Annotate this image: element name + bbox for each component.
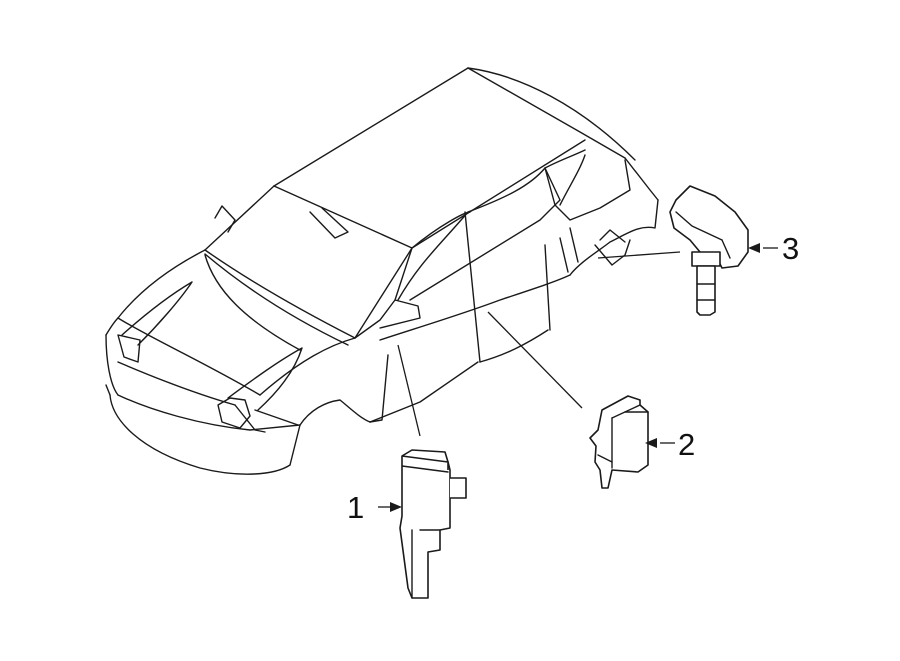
callout-1: 1 xyxy=(347,490,402,525)
leader-line-part-1 xyxy=(397,344,421,437)
part-3-tire-pressure-sensor xyxy=(669,185,749,316)
callout-arrow-1-head xyxy=(390,502,402,512)
callout-number-1: 1 xyxy=(347,490,364,525)
leader-line-part-3 xyxy=(597,251,681,259)
callout-arrow-3-head xyxy=(748,243,760,253)
callout-number-3: 3 xyxy=(782,231,799,266)
vehicle-body-outline xyxy=(105,67,659,475)
part-1-sensor-module xyxy=(399,449,467,599)
callout-number-2: 2 xyxy=(678,427,695,462)
part-2-sensor-module xyxy=(589,395,649,489)
leader-line-part-2 xyxy=(487,311,583,409)
callout-arrow-2-head xyxy=(645,438,657,448)
callout-2: 2 xyxy=(645,427,695,462)
callout-3: 3 xyxy=(748,231,799,266)
